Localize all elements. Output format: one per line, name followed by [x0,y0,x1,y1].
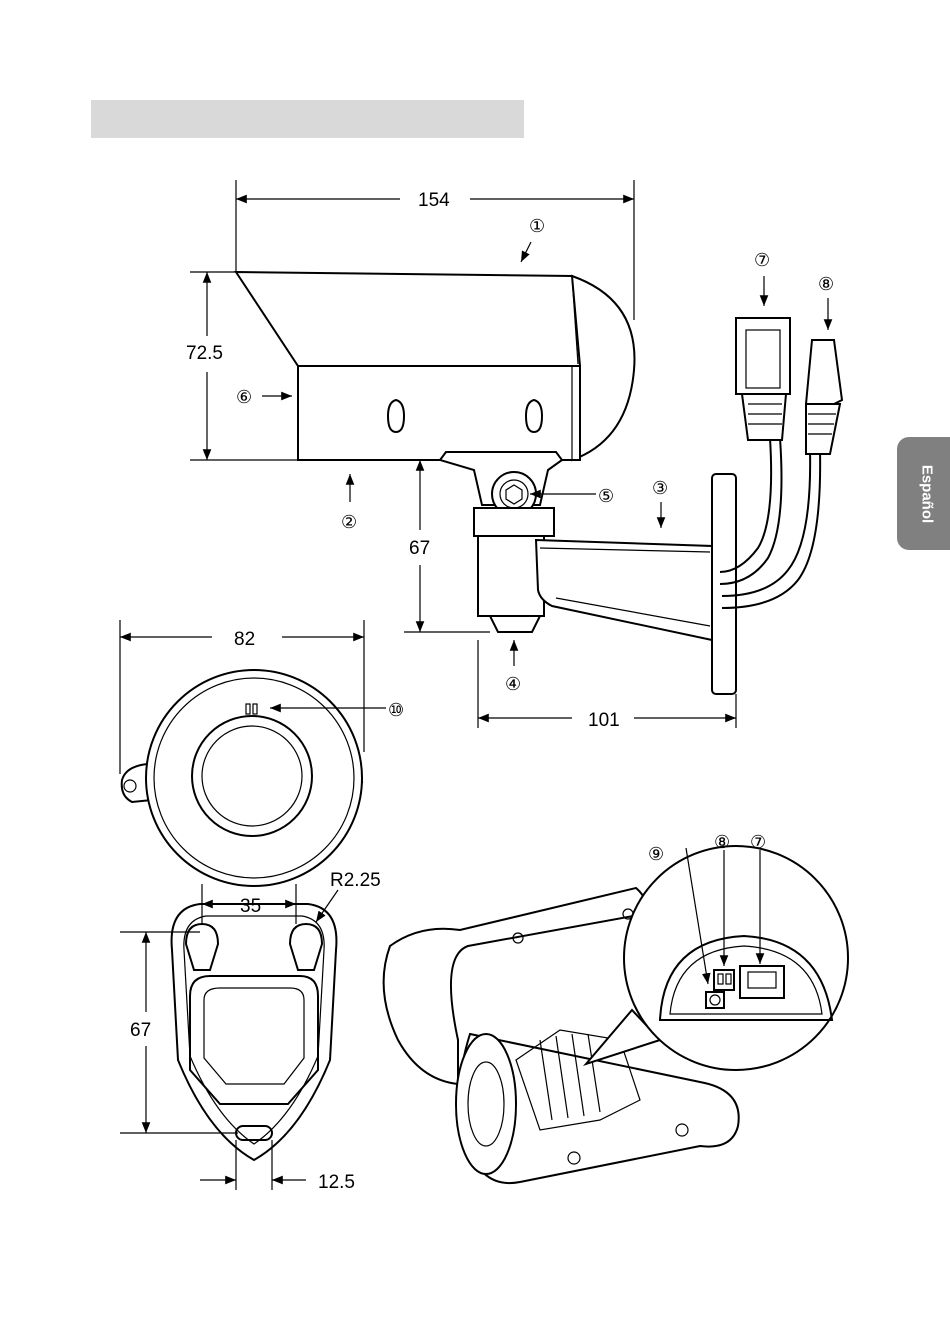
dim-bracket-depth: 101 [588,710,620,731]
front-view-drawing: 82 ⑩ [120,620,404,886]
dim-width-top: 154 [418,190,450,211]
callout-4: ④ [505,674,521,695]
callout-9: ⑨ [648,844,664,865]
dim-mount-height: 67 [130,1020,151,1041]
callout-8: ⑧ [818,274,834,295]
callout-5: ⑤ [598,486,614,507]
callout-7: ⑦ [754,250,770,271]
callout-3: ③ [652,478,668,499]
callout-8b: ⑧ [714,832,730,853]
callout-1: ① [529,216,545,237]
dim-height-bracket: 67 [409,538,430,559]
callout-6: ⑥ [236,387,252,408]
callout-2: ② [341,512,357,533]
callout-10: ⑩ [388,700,404,721]
callout-7b: ⑦ [750,832,766,853]
dim-slot-width: 12.5 [318,1172,355,1193]
open-housing-drawing: ⑨ ⑧ ⑦ [384,832,848,1183]
dim-front-width: 82 [234,629,255,650]
dim-hole-spacing: 35 [240,896,261,917]
side-view-drawing: 154 72.5 67 101 ① ② ③ ④ ⑤ ⑥ ⑦ ⑧ [186,180,842,731]
mount-plate-drawing: 35 R2.25 67 12.5 [120,870,381,1193]
dim-height-housing: 72.5 [186,343,223,364]
dim-hole-radius: R2.25 [330,870,381,891]
